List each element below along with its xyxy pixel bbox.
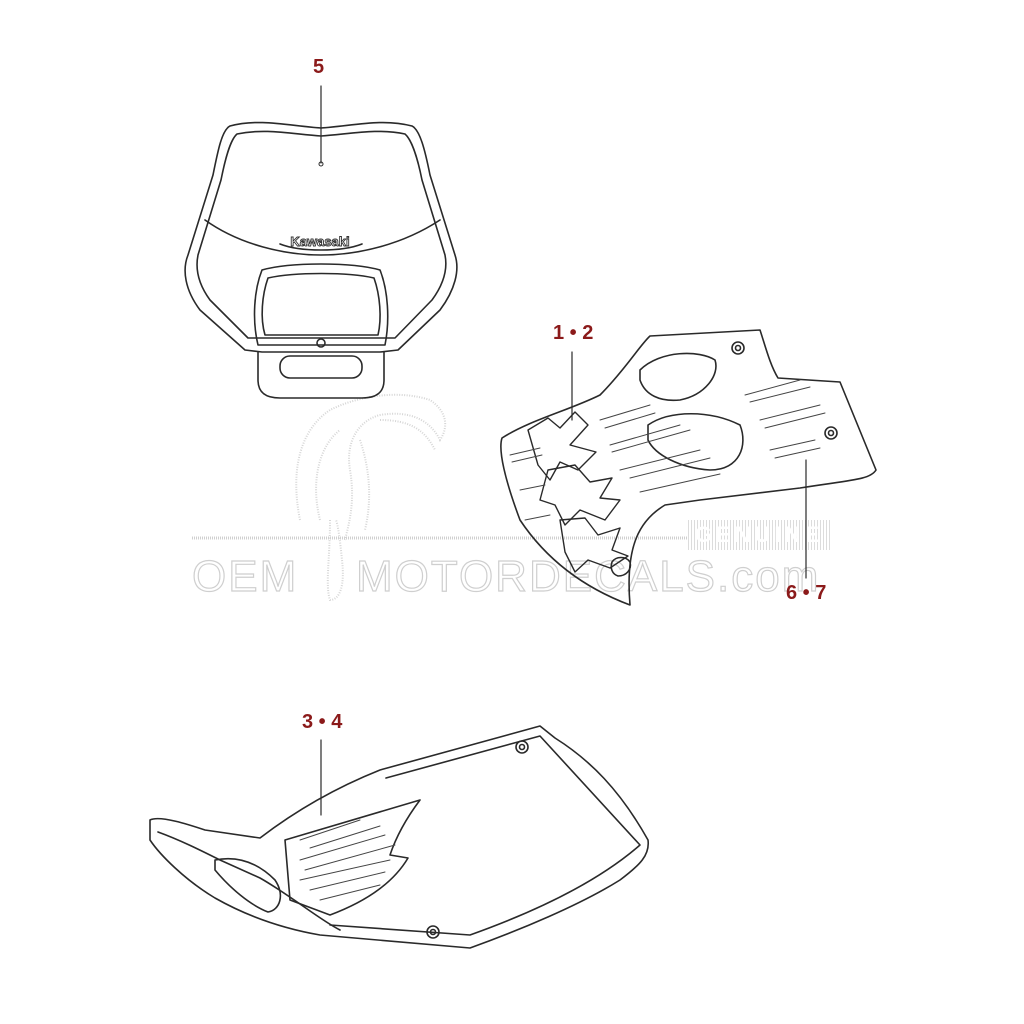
watermark-genuine-text: GENUINE bbox=[694, 522, 824, 547]
headlight-cowl-drawing bbox=[184, 85, 458, 399]
callout-3-4[interactable]: 3 • 4 bbox=[302, 711, 343, 733]
watermark-text-right: MOTORDECALS.com bbox=[355, 551, 821, 601]
callout-5[interactable]: 5 bbox=[313, 56, 325, 78]
callout-6-7[interactable]: 6 • 7 bbox=[786, 582, 827, 604]
side-cover-drawing bbox=[149, 725, 649, 949]
callout-1-2[interactable]: 1 • 2 bbox=[553, 322, 594, 344]
kawasaki-logo-text: Kawasaki bbox=[290, 234, 350, 250]
radiator-shroud-drawing bbox=[500, 329, 877, 606]
bird-watermark-icon bbox=[295, 393, 447, 602]
watermark-text-left: OEM bbox=[191, 551, 299, 601]
